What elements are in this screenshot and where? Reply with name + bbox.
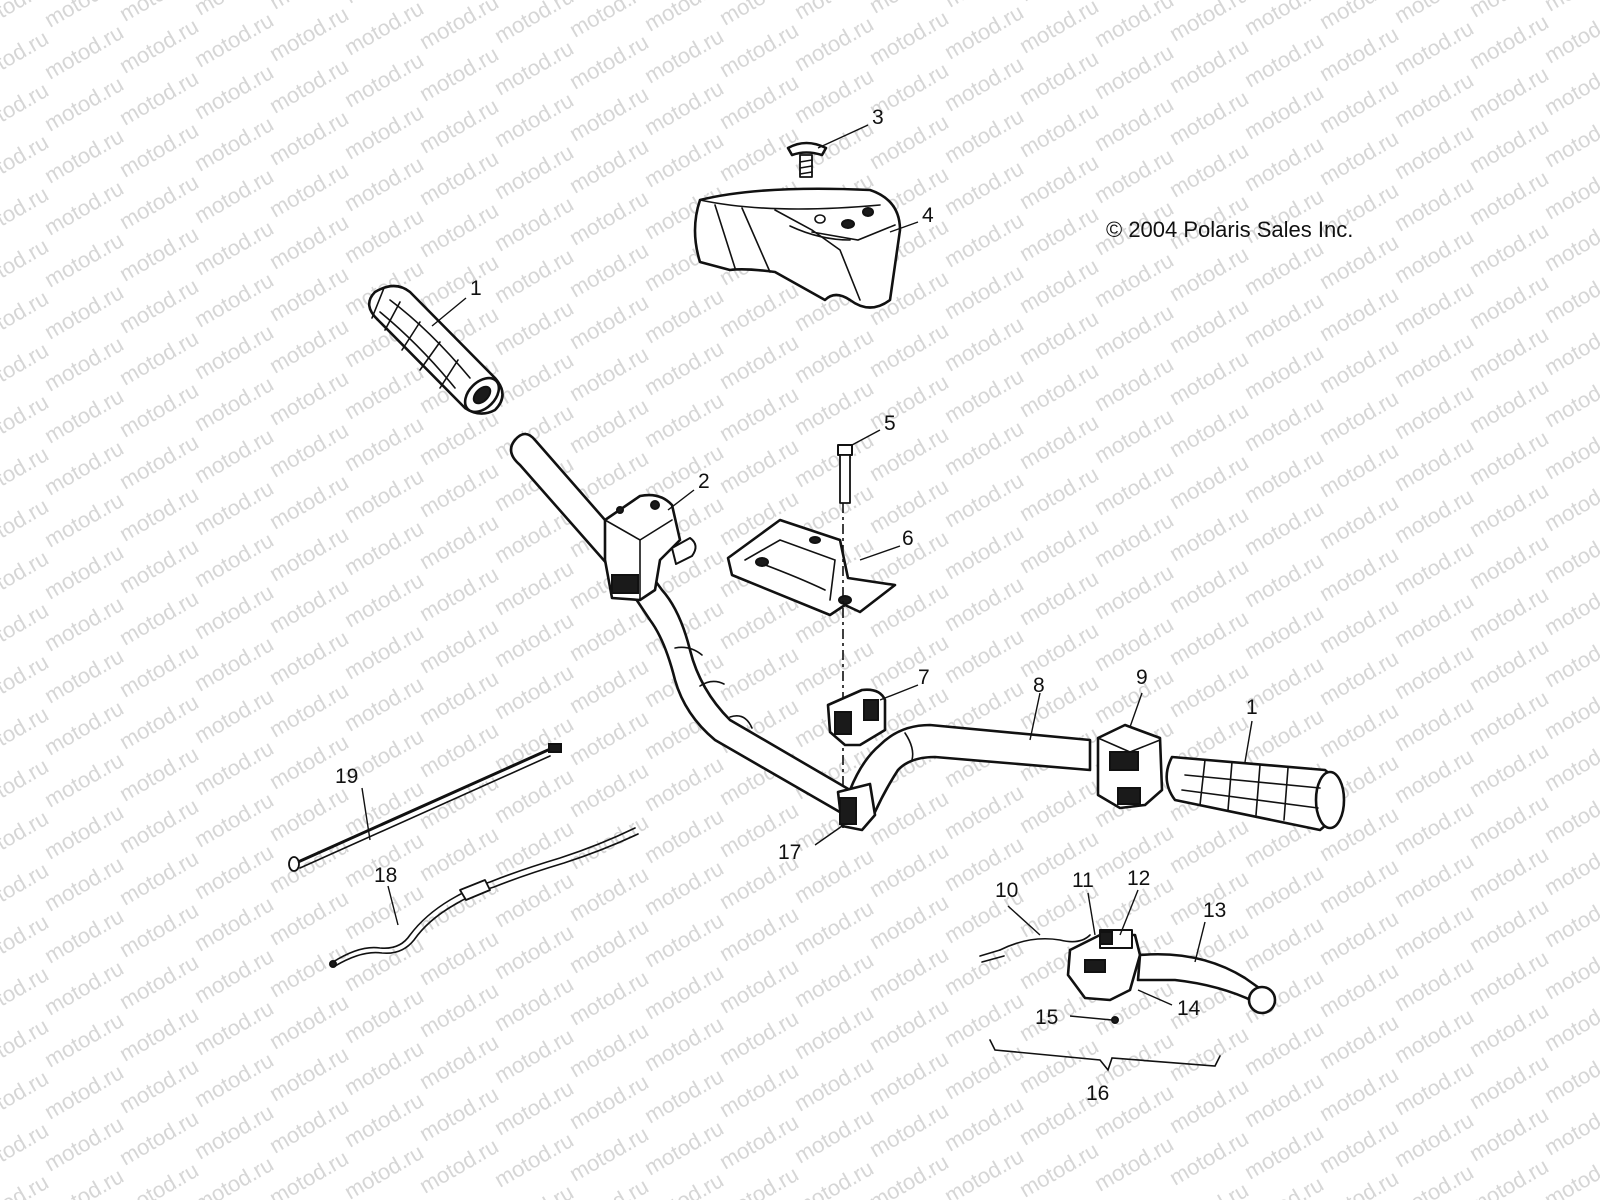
watermark-text: motod.ru — [0, 701, 53, 766]
handlebar — [509, 432, 1092, 821]
watermark-text: motod.ru — [0, 1117, 53, 1182]
upper-clamp — [826, 688, 887, 747]
watermark-text: motod.ru — [0, 77, 53, 142]
callout-8: 8 — [1033, 674, 1045, 697]
cable-19 — [288, 743, 562, 872]
brake-lever-assembly — [979, 929, 1277, 1024]
watermark-text: motod.ru — [0, 909, 53, 974]
watermark-text: motod.ru — [1540, 627, 1600, 692]
watermark-text: motod.ru — [1540, 1043, 1600, 1108]
bolt-5 — [837, 444, 853, 504]
switch-housing — [1096, 723, 1164, 810]
watermark-text: motod.ru — [0, 337, 53, 402]
watermark-text: motod.ru — [1540, 211, 1600, 276]
watermark-text: motod.ru — [0, 389, 53, 454]
callout-14: 14 — [1177, 997, 1201, 1020]
watermark-text: motod.ru — [1540, 1095, 1600, 1160]
watermark-text: motod.ru — [0, 441, 53, 506]
right-hand-grip — [1165, 755, 1346, 832]
watermark-text: motod.ru — [1540, 55, 1600, 120]
callout-1-left: 1 — [470, 277, 482, 300]
watermark-text: motod.ru — [1540, 523, 1600, 588]
watermark-text: motod.ru — [1540, 783, 1600, 848]
watermark-text: motod.ru — [0, 857, 53, 922]
watermark-text: motod.ru — [0, 649, 53, 714]
watermark-text: motod.ru — [1540, 107, 1600, 172]
watermark-text: motod.ru — [1540, 159, 1600, 224]
lower-clamp — [836, 782, 877, 832]
watermark-text: motod.ru — [1540, 367, 1600, 432]
watermark-text: motod.ru — [0, 25, 53, 90]
left-hand-grip — [367, 284, 504, 415]
watermark-text: motod.ru — [1540, 887, 1600, 952]
watermark-text: motod.ru — [1540, 991, 1600, 1056]
watermark-text: motod.ru — [0, 493, 53, 558]
copyright-notice: © 2004 Polaris Sales Inc. — [1106, 217, 1353, 242]
callout-numbers: 1 2 3 4 5 6 7 8 9 1 10 11 12 13 14 15 16… — [335, 106, 1258, 1105]
watermark-text: motod.ru — [1540, 939, 1600, 1004]
watermark-text: motod.ru — [0, 961, 53, 1026]
callout-16: 16 — [1086, 1082, 1109, 1105]
watermark-text: motod.ru — [1540, 575, 1600, 640]
assembly-group-bracket — [989, 1039, 1221, 1072]
wiring-harness — [329, 827, 639, 968]
callout-6: 6 — [902, 527, 914, 550]
watermark-text: motod.ru — [0, 1065, 53, 1130]
callout-18: 18 — [374, 864, 397, 887]
watermark-text: motod.ru — [1540, 419, 1600, 484]
screw-3 — [786, 141, 828, 178]
callout-12: 12 — [1127, 867, 1150, 890]
watermark-text: motod.ru — [0, 129, 53, 194]
leader-lines — [361, 124, 1253, 1021]
callout-10: 10 — [995, 879, 1018, 902]
watermark-text: motod.ru — [0, 805, 53, 870]
callout-4: 4 — [922, 204, 934, 227]
callout-5: 5 — [884, 412, 896, 435]
watermark-text: motod.ru — [0, 181, 53, 246]
callout-2: 2 — [698, 470, 710, 493]
watermark-text: motod.ru — [1540, 679, 1600, 744]
callout-9: 9 — [1136, 666, 1148, 689]
watermark-text: motod.ru — [1540, 263, 1600, 328]
watermark-text: motod.ru — [0, 285, 53, 350]
mounting-bracket — [726, 518, 897, 617]
watermark-text: motod.ru — [1540, 731, 1600, 796]
throttle-control — [603, 493, 697, 602]
watermark-text: motod.ru — [0, 545, 53, 610]
callout-3: 3 — [872, 106, 884, 129]
watermark-text: motod.ru — [1540, 471, 1600, 536]
watermark-text: motod.ru — [1540, 315, 1600, 380]
watermark-text: motod.ru — [1540, 835, 1600, 900]
callout-19: 19 — [335, 765, 358, 788]
callout-17: 17 — [778, 841, 801, 864]
watermark-text: motod.ru — [1540, 3, 1600, 68]
watermark-text: motod.ru — [0, 233, 53, 298]
callout-7: 7 — [918, 666, 930, 689]
callout-15: 15 — [1035, 1006, 1058, 1029]
callout-13: 13 — [1203, 899, 1226, 922]
watermark-text: motod.ru — [0, 753, 53, 818]
callout-1-right: 1 — [1246, 696, 1258, 719]
watermark-text: motod.ru — [0, 597, 53, 662]
watermark-text: motod.ru — [1540, 0, 1600, 16]
headlight-pod-cover — [693, 187, 902, 309]
callout-11: 11 — [1072, 869, 1094, 892]
watermark-text: motod.ru — [0, 1013, 53, 1078]
watermark-text: motod.ru — [0, 1169, 53, 1200]
